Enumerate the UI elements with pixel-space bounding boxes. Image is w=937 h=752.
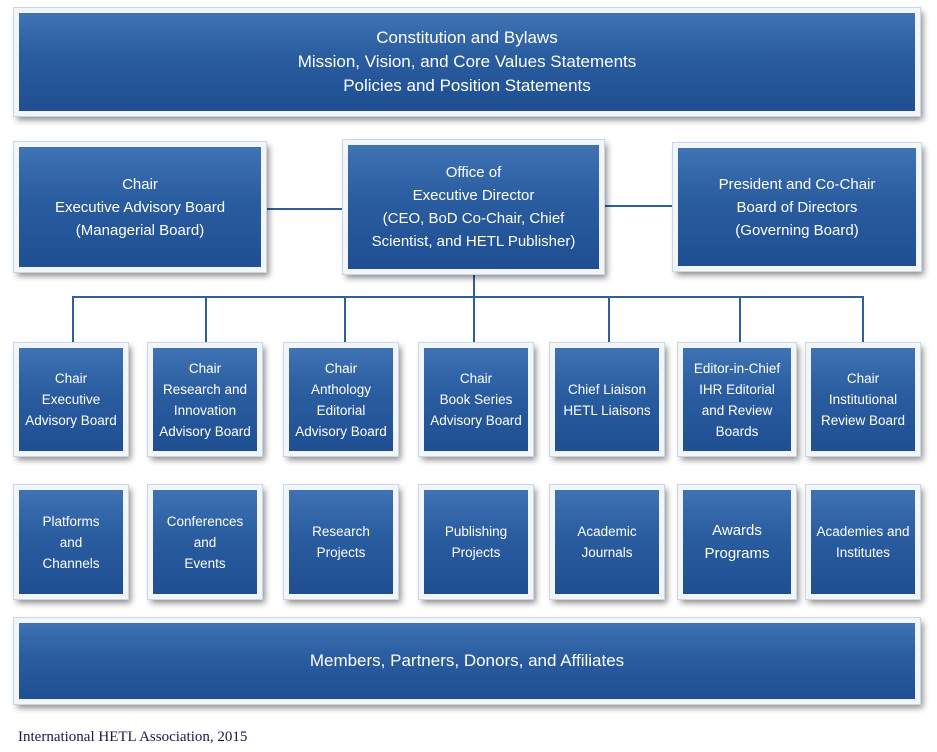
- leader-left-line-2: Executive Advisory Board: [54, 198, 226, 216]
- leader-right-line-2: Board of Directors: [736, 198, 858, 216]
- board-6-line-2: IHR Editorial: [699, 381, 775, 397]
- program-4-line-1: Publishing: [444, 524, 508, 539]
- board-of-directors-box: President and Co-Chair Board of Director…: [672, 142, 922, 272]
- program-2-line-2: and: [193, 534, 217, 550]
- board-box-ihr-editorial: Editor-in-Chief IHR Editorial and Review…: [677, 342, 797, 457]
- executive-director-box: Office of Executive Director (CEO, BoD C…: [342, 139, 605, 275]
- board-3-line-1: Chair: [324, 360, 358, 376]
- board-2-line-2: Research and: [162, 381, 248, 397]
- program-3-line-1: Research: [312, 524, 370, 539]
- leader-center-line-2: Executive Director: [412, 187, 535, 204]
- board-4-line-3: Advisory Board: [430, 413, 522, 428]
- board-4-line-2: Book Series: [439, 392, 513, 407]
- board-box-anthology-editorial: Chair Anthology Editorial Advisory Board: [283, 342, 399, 457]
- connector-drop-3: [344, 296, 346, 348]
- connector-drop-6: [739, 296, 741, 348]
- board-2-line-3: Innovation: [173, 402, 237, 418]
- program-1-line-2: and: [59, 534, 83, 550]
- program-box-conferences: Conferences and Events: [147, 484, 263, 600]
- top-line-3: Policies and Position Statements: [343, 76, 591, 95]
- connector-drop-4: [473, 296, 475, 348]
- program-box-academies: Academies and Institutes: [805, 484, 921, 600]
- board-6-line-3: and Review: [701, 402, 773, 418]
- board-5-line-2: HETL Liaisons: [563, 402, 651, 418]
- leader-left-line-1: Chair: [122, 175, 158, 193]
- members-box: Members, Partners, Donors, and Affiliate…: [13, 617, 921, 705]
- connector-bus: [72, 296, 864, 298]
- program-2-line-3: Events: [184, 555, 226, 571]
- board-box-book-series: Chair Book Series Advisory Board: [418, 342, 534, 457]
- board-4-line-1: Chair: [459, 371, 493, 386]
- program-2-line-1: Conferences: [166, 513, 244, 529]
- program-1-line-3: Channels: [42, 555, 100, 571]
- board-7-line-1: Chair: [846, 371, 880, 386]
- program-7-line-1: Academies and: [816, 524, 910, 539]
- board-1-line-2: Executive: [41, 392, 101, 407]
- board-7-line-3: Review Board: [820, 413, 906, 428]
- board-box-institutional-review: Chair Institutional Review Board: [805, 342, 921, 457]
- governing-documents-box: Constitution and Bylaws Mission, Vision,…: [13, 7, 921, 117]
- board-1-line-1: Chair: [54, 371, 88, 386]
- board-2-line-4: Advisory Board: [159, 423, 251, 439]
- program-1-line-1: Platforms: [42, 513, 100, 529]
- program-box-academic-journals: Academic Journals: [549, 484, 665, 600]
- program-box-platforms: Platforms and Channels: [13, 484, 129, 600]
- leader-center-line-4: Scientist, and HETL Publisher): [371, 233, 576, 250]
- board-2-line-1: Chair: [188, 360, 222, 376]
- board-3-line-2: Anthology: [310, 381, 372, 397]
- connector-right: [600, 205, 678, 207]
- board-box-research-innovation: Chair Research and Innovation Advisory B…: [147, 342, 263, 457]
- program-6-line-2: Programs: [704, 545, 770, 562]
- board-box-executive-advisory: Chair Executive Advisory Board: [13, 342, 129, 457]
- connector-left: [264, 208, 348, 210]
- leader-center-line-1: Office of: [445, 164, 502, 181]
- program-box-awards: Awards Programs: [677, 484, 797, 600]
- executive-advisory-chair-box: Chair Executive Advisory Board (Manageri…: [13, 141, 267, 273]
- program-5-line-1: Academic: [577, 524, 637, 539]
- board-box-hetl-liaisons: Chief Liaison HETL Liaisons: [549, 342, 665, 457]
- board-6-line-4: Boards: [715, 423, 759, 439]
- program-7-line-2: Institutes: [835, 545, 891, 560]
- program-5-line-2: Journals: [581, 545, 633, 560]
- board-5-line-1: Chief Liaison: [567, 381, 647, 397]
- leader-right-line-3: (Governing Board): [735, 221, 859, 239]
- connector-drop-5: [608, 296, 610, 348]
- footer-caption: International HETL Association, 2015: [18, 729, 248, 745]
- connector-drop-2: [205, 296, 207, 348]
- members-label: Members, Partners, Donors, and Affiliate…: [309, 651, 625, 670]
- board-3-line-4: Advisory Board: [295, 423, 387, 439]
- board-6-line-1: Editor-in-Chief: [693, 360, 781, 376]
- program-3-line-2: Projects: [316, 545, 366, 560]
- top-line-2: Mission, Vision, and Core Values Stateme…: [297, 52, 637, 71]
- connector-drop-7: [862, 296, 864, 348]
- leader-center-line-3: (CEO, BoD Co-Chair, Chief: [382, 210, 565, 227]
- leader-right-line-1: President and Co-Chair: [718, 175, 876, 193]
- program-4-line-2: Projects: [451, 545, 501, 560]
- program-box-publishing-projects: Publishing Projects: [418, 484, 534, 600]
- program-box-research-projects: Research Projects: [283, 484, 399, 600]
- leader-left-line-3: (Managerial Board): [75, 221, 205, 239]
- board-1-line-3: Advisory Board: [25, 413, 117, 428]
- connector-trunk: [473, 272, 475, 298]
- connector-drop-1: [72, 296, 74, 348]
- board-3-line-3: Editorial: [316, 402, 366, 418]
- program-6-line-1: Awards: [712, 522, 762, 539]
- board-7-line-2: Institutional: [828, 392, 898, 407]
- top-line-1: Constitution and Bylaws: [376, 28, 558, 47]
